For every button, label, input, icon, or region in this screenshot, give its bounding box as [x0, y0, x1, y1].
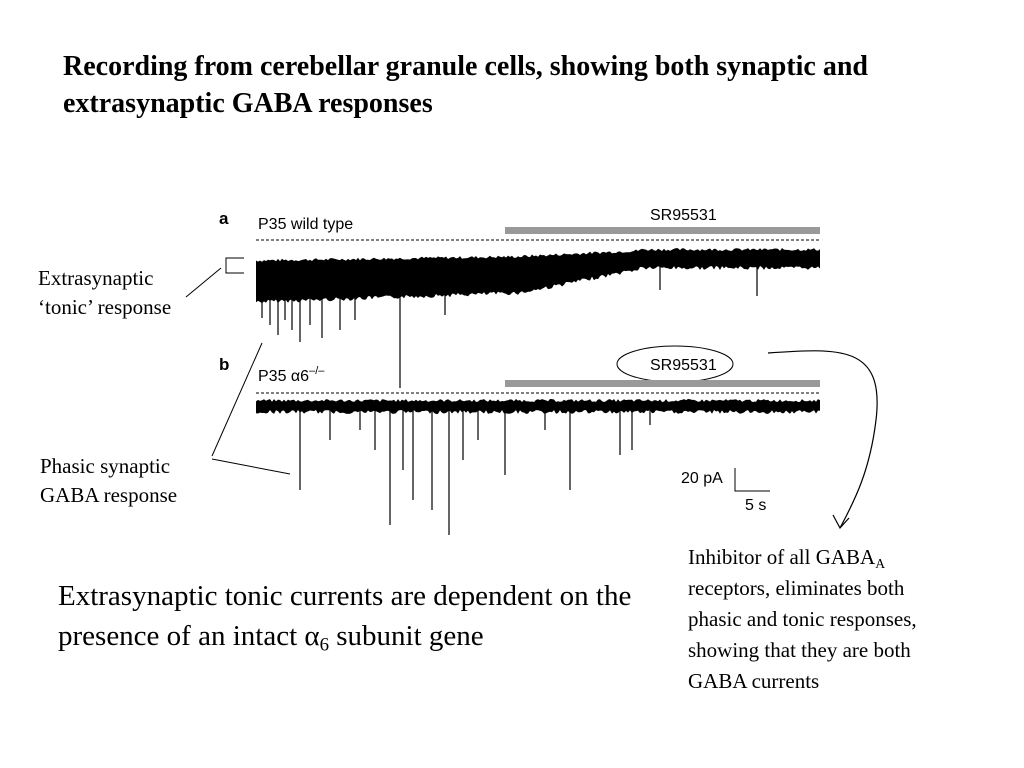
conclusion-text-before: Extrasynaptic tonic currents are depende…	[58, 580, 632, 652]
tonic-response-label: Extrasynaptic ‘tonic’ response	[38, 264, 171, 322]
inhibitor-note: Inhibitor of all GABAA receptors, elimin…	[688, 542, 958, 697]
phasic-pointer-line-down	[211, 458, 291, 475]
conclusion-text: Extrasynaptic tonic currents are depende…	[58, 576, 658, 656]
scale-time-label: 5 s	[745, 497, 766, 514]
panel-b-drug-label: SR95531	[650, 357, 717, 374]
conclusion-text-after: subunit gene	[329, 620, 484, 652]
slide-title: Recording from cerebellar granule cells,…	[63, 51, 868, 119]
panel-a-condition: P35 wild type	[258, 216, 353, 233]
alpha-subscript: 6	[319, 634, 329, 656]
tonic-label-line1: Extrasynaptic	[38, 266, 154, 290]
panel-a-trace	[256, 248, 820, 304]
alpha-symbol: α	[304, 620, 320, 652]
inhibitor-text-after: receptors, eliminates both phasic and to…	[688, 576, 917, 693]
scale-current-label: 20 pA	[681, 470, 723, 487]
tonic-label-line2: ‘tonic’ response	[38, 295, 172, 319]
panel-b-trace	[256, 399, 820, 414]
panel-a-trace-band	[256, 248, 820, 304]
inhibitor-subscript: A	[875, 556, 886, 572]
phasic-label-line2: GABA response	[40, 483, 178, 507]
panel-a-synaptic-events	[261, 262, 758, 388]
phasic-label-line1: Phasic synaptic	[40, 454, 171, 478]
panel-a-drug-bar	[505, 227, 820, 234]
scale-bar	[734, 468, 770, 492]
panel-b-synaptic-events	[299, 410, 651, 535]
panel-b-trace-band	[256, 399, 820, 414]
panel-a-drug-label: SR95531	[650, 207, 717, 224]
panel-b-condition-symbol: α6	[291, 368, 309, 385]
tonic-bracket	[225, 257, 244, 274]
inhibitor-text-before: Inhibitor of all GABA	[688, 545, 876, 569]
panel-b-condition: P35 α6–/–	[258, 365, 325, 385]
panel-a-letter: a	[219, 209, 229, 228]
phasic-pointer-line-up	[211, 342, 263, 457]
tonic-pointer-line	[185, 267, 222, 298]
phasic-response-label: Phasic synaptic GABA response	[40, 452, 177, 510]
panel-b-drug-bar	[505, 380, 820, 387]
panel-b-letter: b	[219, 355, 229, 374]
panel-b-condition-sup: –/–	[309, 365, 325, 377]
arrow-head	[832, 514, 850, 530]
curved-arrow	[767, 350, 878, 529]
panel-b-condition-prefix: P35	[258, 368, 291, 385]
